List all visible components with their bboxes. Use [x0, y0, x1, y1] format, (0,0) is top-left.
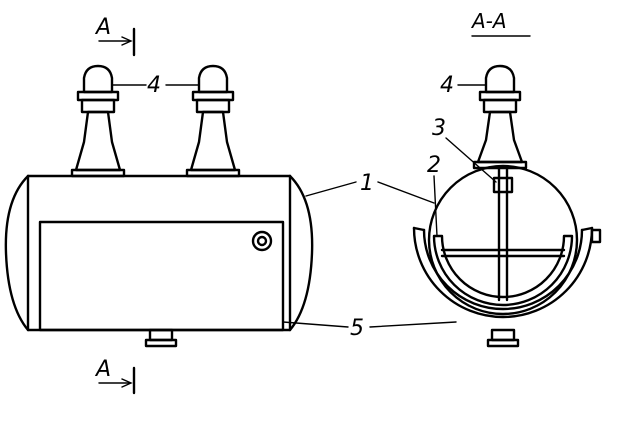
label-agitator: 2 [427, 153, 441, 178]
drive-unit-right [185, 64, 241, 178]
label-shaft: 3 [432, 116, 446, 141]
bottom-nozzle-side [144, 328, 178, 348]
jacket-panel [38, 220, 285, 332]
shaft [492, 166, 514, 302]
bottom-nozzle-section [486, 328, 520, 348]
label-drive-left: 4 [147, 73, 161, 98]
label-jacket: 5 [350, 316, 364, 341]
section-title: A-A [470, 9, 507, 33]
vessel-body [4, 174, 314, 332]
label-drive-section: 4 [440, 73, 454, 98]
label-body: 1 [360, 171, 374, 196]
side-view: A A [4, 15, 314, 395]
vessel-shell-section [427, 164, 579, 316]
jacket-section [412, 226, 602, 319]
section-marker-top-label: A [94, 15, 111, 40]
section-marker-bottom-label: A [94, 357, 111, 382]
section-marker-top: A [94, 15, 136, 57]
section-view: A-A [412, 9, 602, 348]
agitator [432, 234, 574, 307]
drive-unit-left [70, 64, 126, 178]
drive-unit-section [472, 64, 528, 170]
section-marker-bottom: A [94, 357, 136, 395]
callouts: 4 4 3 2 1 5 [111, 73, 497, 341]
